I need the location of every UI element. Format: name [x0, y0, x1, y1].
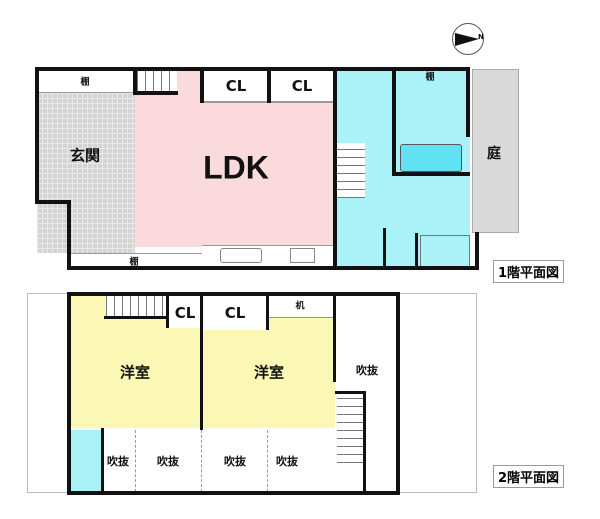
closet-b-2f-label: CL	[224, 304, 246, 322]
floor-2-title: 2階平面図	[493, 465, 565, 488]
compass-label: N	[478, 33, 484, 41]
compass: N	[452, 23, 484, 55]
stairs-1f-right	[337, 143, 365, 198]
shelf-bottom-label: 棚	[129, 257, 139, 268]
balcony-left	[27, 293, 69, 493]
void-1	[104, 430, 136, 492]
ldk-label: LDK	[203, 149, 269, 186]
desk	[268, 294, 334, 318]
garden-label: 庭	[487, 146, 501, 162]
stairs-2f-top	[106, 294, 166, 318]
western-room-2-label: 洋室	[253, 363, 285, 382]
shelf-bottom	[70, 253, 203, 268]
bathtub	[400, 144, 462, 172]
closet-a-1f-label: CL	[225, 77, 247, 95]
closet-a-2f-label: CL	[174, 304, 196, 322]
desk-label: 机	[295, 301, 305, 312]
shelf-top	[37, 69, 135, 93]
void-3	[202, 430, 268, 492]
sink-icon	[220, 248, 262, 263]
void-right-label: 吹抜	[356, 364, 378, 377]
void-2-label: 吹抜	[157, 455, 179, 468]
garden	[472, 69, 519, 233]
stove-icon	[290, 248, 315, 263]
stairs-1f-top	[137, 69, 177, 93]
entrance-label: 玄関	[69, 146, 101, 165]
void-4-label: 吹抜	[276, 455, 298, 468]
floor-1-title: 1階平面図	[493, 260, 565, 283]
closet-b-1f-label: CL	[291, 77, 313, 95]
toilet-2f	[71, 430, 103, 492]
void-1-label: 吹抜	[107, 455, 129, 468]
closet-b-1f	[269, 69, 335, 103]
shelf-top-label: 棚	[80, 77, 90, 88]
shelf-bath-label: 棚	[425, 72, 435, 83]
void-3-label: 吹抜	[224, 455, 246, 468]
closet-b-2f	[204, 294, 268, 330]
western-room-1-label: 洋室	[119, 363, 151, 382]
stairs-2f-right	[337, 393, 365, 463]
void-2	[136, 430, 202, 492]
balcony-right	[399, 293, 477, 493]
closet-a-2f	[168, 294, 202, 328]
north-arrow-icon	[455, 33, 479, 46]
entrance	[37, 93, 135, 253]
toilet-1f	[420, 235, 470, 268]
closet-a-1f	[202, 69, 269, 103]
